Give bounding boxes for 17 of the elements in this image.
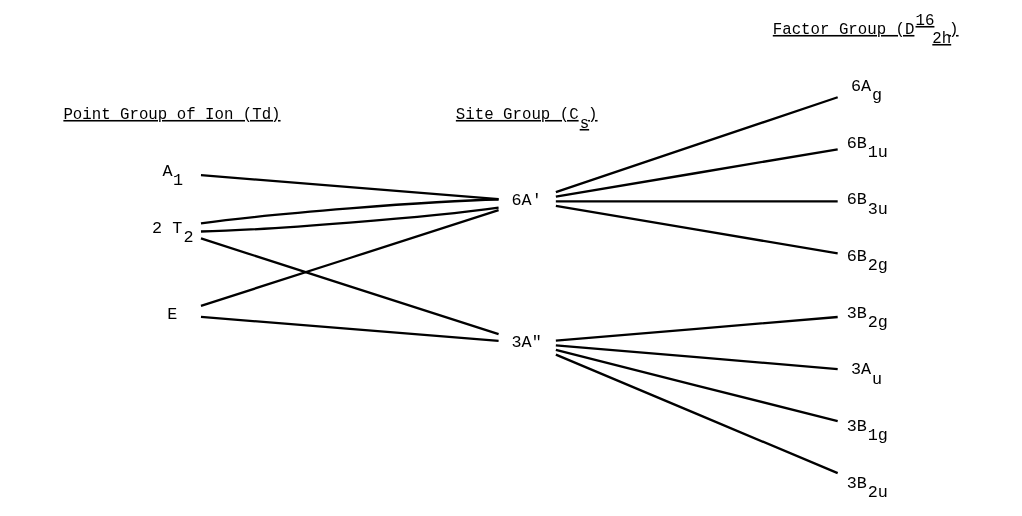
connector	[555, 315, 838, 342]
connector	[554, 353, 838, 475]
connector	[555, 200, 838, 203]
connector	[200, 206, 499, 233]
connector	[555, 148, 838, 198]
connector	[555, 96, 838, 194]
connector	[200, 209, 499, 307]
connector	[555, 348, 838, 423]
connector	[555, 204, 838, 255]
node-text: 6A'	[511, 191, 542, 211]
connector	[200, 198, 499, 225]
node-text: E	[166, 304, 177, 324]
connector	[200, 237, 499, 336]
connector	[555, 344, 838, 371]
connector	[200, 315, 499, 342]
node-text: 3A"	[511, 332, 542, 352]
label: Point Group of Ion (Td)	[62, 105, 281, 124]
